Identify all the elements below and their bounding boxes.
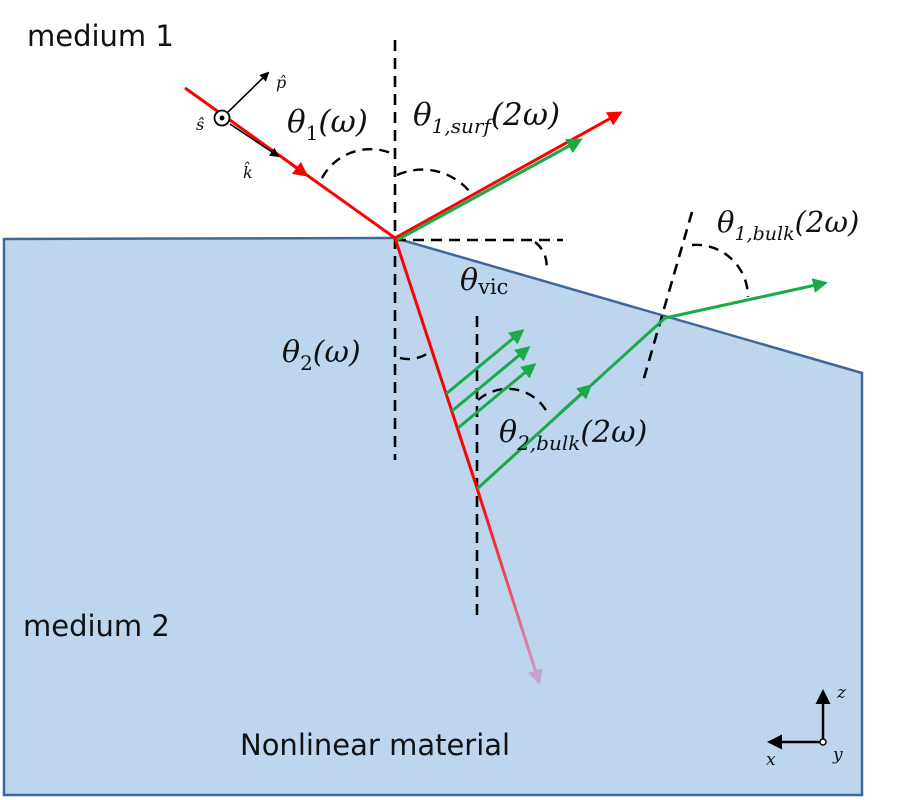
theta1-bulk-arc	[691, 243, 750, 298]
material-label: Nonlinear material	[240, 728, 510, 762]
theta1-omega-label: θ1(ω)	[287, 104, 368, 145]
y-axis-label: y	[832, 745, 843, 765]
k-hat-arrow	[229, 123, 280, 158]
theta1-surf-arc	[396, 168, 471, 193]
y-axis-origin-icon	[819, 738, 827, 746]
theta2-bulk-arc	[477, 387, 551, 417]
theta-vic-arc	[534, 241, 548, 273]
bulk-shg-direction-arrow	[558, 383, 593, 415]
vicinal-normal-line	[640, 211, 694, 386]
s-hat-dot-icon	[219, 115, 225, 121]
incident-direction-arrow	[289, 161, 309, 177]
reflected-surface-shg-beam	[396, 138, 583, 242]
medium2-label: medium 2	[23, 609, 170, 643]
p-hat-arrow	[225, 71, 270, 115]
refracted-fundamental-beam-fade	[475, 487, 543, 685]
transmitted-bulk-shg-beam	[664, 278, 828, 320]
theta2-omega-arc	[399, 349, 433, 361]
theta1-bulk-label: θ1,bulk(2ω)	[717, 205, 859, 245]
theta2-bulk-label: θ2,bulk(2ω)	[499, 415, 647, 455]
refracted-fundamental-beam	[393, 237, 479, 489]
p-hat-label: p̂	[276, 73, 286, 92]
reflected-fundamental-beam	[394, 111, 623, 240]
theta-vic-label: θvic	[460, 263, 508, 299]
bulk-shg-arrow	[451, 346, 531, 413]
bulk-shg-arrow	[445, 329, 525, 396]
s-hat-label: ŝ	[196, 115, 204, 134]
theta2-omega-label: θ2(ω)	[282, 335, 361, 375]
theta1-omega-arc	[320, 147, 394, 179]
medium1-label: medium 1	[27, 19, 174, 53]
bulk-shg-arrow	[457, 363, 537, 430]
k-hat-label: k̂	[243, 162, 253, 182]
x-axis-label: x	[766, 750, 776, 770]
z-axis-label: z	[836, 683, 847, 703]
theta1-surf-label: θ1,surf(2ω)	[413, 97, 560, 138]
coordinate-axes: z x y	[766, 683, 847, 770]
medium2-block	[2, 236, 864, 797]
